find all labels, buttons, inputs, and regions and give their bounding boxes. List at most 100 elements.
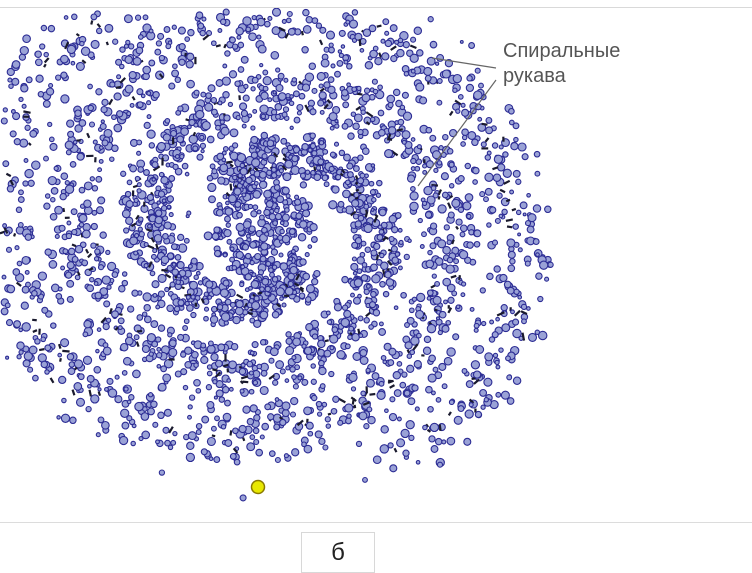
dust-lane-mark	[492, 166, 499, 171]
star-cluster	[488, 336, 496, 343]
star-cluster	[399, 104, 406, 111]
star-cluster	[21, 103, 27, 109]
star-cluster	[434, 437, 443, 446]
star-cluster	[238, 424, 247, 434]
star-cluster	[328, 46, 335, 54]
star-cluster	[378, 321, 384, 327]
star-cluster	[267, 413, 275, 421]
star-cluster	[354, 220, 363, 228]
star-cluster	[248, 32, 257, 42]
star-cluster	[195, 270, 201, 276]
star-cluster	[0, 307, 9, 316]
star-cluster	[44, 369, 50, 375]
star-cluster	[527, 213, 537, 223]
star-cluster	[95, 175, 103, 183]
star-cluster	[402, 449, 410, 457]
star-cluster	[219, 163, 229, 173]
star-cluster	[361, 262, 368, 268]
star-cluster	[143, 121, 151, 130]
star-cluster	[391, 226, 399, 234]
star-cluster	[268, 267, 274, 273]
star-cluster	[289, 125, 294, 130]
star-cluster	[44, 193, 51, 199]
star-cluster	[157, 411, 165, 420]
star-cluster	[95, 432, 101, 438]
star-cluster	[121, 370, 128, 376]
star-cluster	[142, 292, 152, 302]
star-cluster	[299, 258, 307, 266]
star-cluster	[359, 348, 368, 357]
star-cluster	[474, 410, 483, 419]
star-cluster	[203, 231, 213, 241]
star-cluster	[81, 259, 89, 267]
star-cluster	[336, 350, 346, 360]
star-cluster	[118, 435, 129, 446]
star-cluster	[270, 248, 279, 256]
star-cluster	[364, 61, 374, 70]
star-cluster	[237, 41, 245, 49]
star-cluster	[460, 141, 466, 147]
star-cluster	[389, 396, 396, 403]
star-cluster	[377, 128, 386, 137]
star-cluster	[292, 90, 300, 98]
star-cluster	[448, 161, 455, 168]
star-cluster	[24, 233, 33, 241]
star-cluster	[177, 26, 186, 35]
star-cluster	[193, 89, 200, 96]
star-cluster	[143, 263, 149, 269]
dust-lane-mark	[425, 423, 430, 428]
star-cluster	[387, 359, 395, 367]
star-cluster	[328, 42, 334, 48]
star-cluster	[289, 411, 297, 418]
star-cluster	[24, 124, 31, 131]
star-cluster	[164, 439, 171, 447]
star-cluster	[446, 148, 454, 155]
dust-lane-mark	[389, 384, 395, 389]
star-cluster	[410, 36, 417, 43]
star-cluster	[177, 333, 185, 341]
star-cluster	[67, 247, 76, 256]
star-cluster	[330, 407, 338, 415]
star-cluster	[508, 107, 515, 115]
star-cluster	[403, 253, 410, 261]
star-cluster	[152, 292, 158, 298]
star-cluster	[199, 134, 205, 141]
star-cluster	[193, 122, 199, 128]
star-cluster	[78, 213, 88, 223]
star-cluster	[532, 238, 540, 246]
dust-lane-mark	[229, 163, 234, 168]
star-cluster	[388, 214, 398, 224]
star-cluster	[340, 44, 346, 49]
star-cluster	[372, 308, 381, 317]
star-cluster	[219, 288, 229, 298]
star-cluster	[437, 239, 447, 249]
star-cluster	[547, 261, 554, 268]
star-cluster	[500, 197, 510, 207]
star-cluster	[177, 299, 185, 307]
star-cluster	[150, 400, 158, 409]
star-cluster	[213, 395, 218, 400]
star-cluster	[217, 100, 223, 106]
star-cluster	[232, 427, 239, 435]
star-cluster	[282, 106, 290, 113]
star-cluster	[161, 198, 167, 204]
star-cluster	[176, 135, 185, 144]
star-cluster	[299, 172, 307, 179]
star-cluster	[234, 306, 244, 316]
star-cluster	[283, 77, 289, 83]
dust-lane-mark	[505, 218, 513, 222]
star-cluster	[140, 93, 146, 99]
star-cluster	[371, 78, 378, 85]
star-cluster	[328, 112, 338, 122]
star-cluster	[55, 74, 62, 81]
dust-lane-mark	[423, 159, 426, 164]
star-cluster	[350, 386, 357, 392]
star-cluster	[128, 70, 137, 80]
star-cluster	[66, 261, 75, 270]
star-cluster	[58, 224, 66, 232]
star-cluster	[401, 139, 407, 145]
star-cluster	[241, 243, 250, 251]
star-cluster	[74, 244, 84, 254]
dust-lane-mark	[295, 273, 301, 281]
star-cluster	[264, 231, 270, 237]
